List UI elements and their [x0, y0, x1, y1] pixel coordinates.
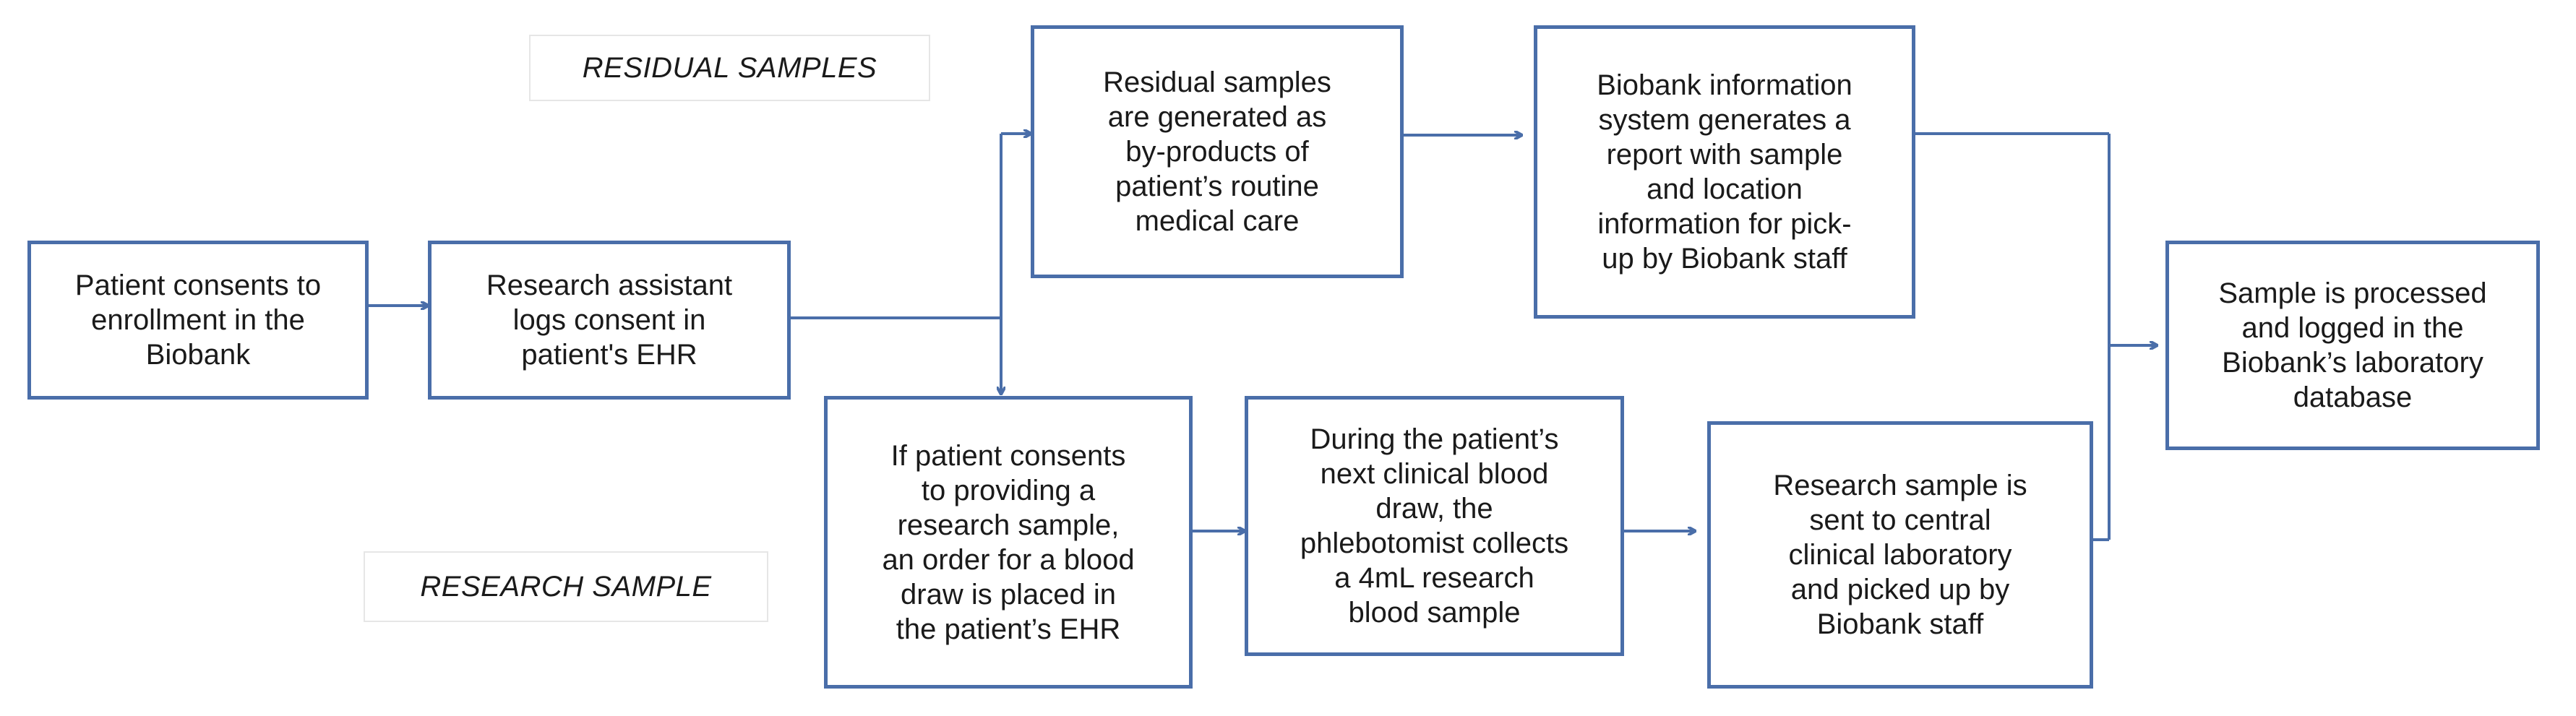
residual-samples-label: RESIDUAL SAMPLES [529, 35, 930, 101]
box-residual-samples-generated: Residual samples are generated as by-pro… [1031, 25, 1404, 278]
box-research-order: If patient consents to providing a resea… [824, 396, 1193, 689]
research-sample-label: RESEARCH SAMPLE [364, 551, 768, 622]
box-sample-processed: Sample is processed and logged in the Bi… [2165, 241, 2540, 450]
box-sent-to-lab: Research sample is sent to central clini… [1707, 421, 2093, 689]
box-research-assistant-logs: Research assistant logs consent in patie… [428, 241, 791, 400]
box-patient-consents: Patient consents to enrollment in the Bi… [27, 241, 369, 400]
box-blood-draw: During the patient’s next clinical blood… [1245, 396, 1624, 656]
box-biobank-report: Biobank information system generates a r… [1534, 25, 1915, 319]
